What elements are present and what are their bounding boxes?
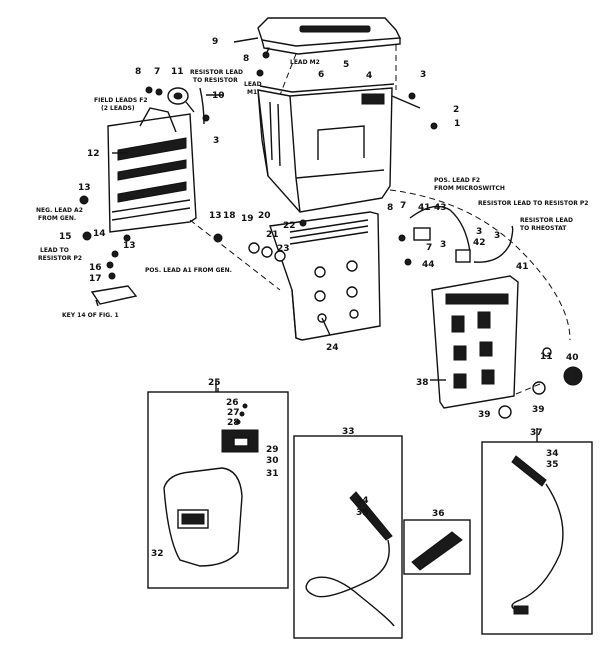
callout-1: 1 [454,119,460,129]
callout-7c: 7 [400,201,406,211]
callout-7d: 7 [426,243,432,253]
callout-38: 38 [416,378,429,388]
housing-box [257,83,395,213]
callout-18: 18 [223,211,236,221]
callout-3: 3 [420,70,426,80]
callout-3e: 3 [476,227,482,237]
callout-19: 19 [241,214,254,224]
callout-36: 36 [432,509,445,519]
callout-11b: 11 [540,352,553,362]
callout-7b: 7 [154,67,160,77]
note-resistor-lead-1: RESISTOR LEAD [190,69,243,76]
callout-16: 16 [89,263,102,273]
callout-9: 9 [212,37,218,47]
callout-11: 11 [171,67,184,77]
ground-cable-box [481,441,593,635]
callout-43: 43 [434,203,447,213]
note-pos-lead-a1: POS. LEAD A1 FROM GEN. [145,267,232,274]
callout-27: 27 [227,408,240,418]
callout-39b: 39 [532,405,545,415]
callout-44: 44 [422,260,435,270]
callout-34b: 34 [546,449,559,459]
callout-23: 23 [277,244,290,254]
callout-17: 17 [89,274,102,284]
note-resistor-lead-2: TO RESISTOR [193,77,238,84]
top-cover [257,17,402,96]
callout-3b: 3 [213,136,219,146]
callout-24: 24 [326,343,339,353]
callout-8c: 8 [387,203,393,213]
control-panel [431,275,583,419]
ground-clamp-box [403,519,471,575]
callout-25: 25 [208,378,221,388]
callout-2: 2 [453,105,459,115]
callout-3c: 3 [440,240,446,250]
callout-39: 39 [478,410,491,420]
callout-34: 34 [356,496,369,506]
note-lead-to-resistor-1: LEAD TO [40,247,69,254]
callout-42: 42 [473,238,486,248]
note-lead-m1-2: M1 [247,89,257,96]
note-neg-lead-1: NEG. LEAD A2 [36,207,83,214]
note-key-14: KEY 14 OF FIG. 1 [62,312,119,319]
callout-28: 28 [227,418,240,428]
callout-4: 4 [366,71,372,81]
callout-26: 26 [226,398,239,408]
callout-14: 14 [93,229,106,239]
note-rheostat-1: RESISTOR LEAD [520,217,573,224]
note-pos-lead-f2-1: POS. LEAD F2 [434,177,480,184]
note-pos-lead-f2-2: FROM MICROSWITCH [434,185,505,192]
callout-35: 35 [356,508,369,518]
note-neg-lead-2: FROM GEN. [38,215,76,222]
field-coil [167,87,195,113]
callout-22: 22 [283,221,296,231]
note-field-leads-1: FIELD LEADS F2 [94,97,148,104]
callout-35b: 35 [546,460,559,470]
callout-37: 37 [530,428,543,438]
callout-33: 33 [342,427,355,437]
callout-13b: 13 [123,241,136,251]
callout-13: 13 [78,183,91,193]
callout-12: 12 [87,149,100,159]
callout-3d: 3 [494,231,500,241]
callout-41: 41 [418,203,431,213]
callout-numbers: 1 2 3 3 3 3 3 4 5 6 7 7 7 7 8 8 8 9 10 1… [59,37,579,559]
note-rheostat-2: TO RHEOSTAT [520,225,567,232]
callout-5: 5 [343,60,349,70]
field-coil-bracket [107,107,281,291]
callout-31: 31 [266,469,279,479]
callout-15: 15 [59,232,72,242]
callout-8: 8 [243,54,249,64]
note-field-leads-2: (2 LEADS) [101,105,135,112]
note-lead-m2: LEAD M2 [290,59,320,66]
callout-8b: 8 [135,67,141,77]
callout-32: 32 [151,549,164,559]
leader-lines [112,37,538,442]
callout-7: 7 [264,47,270,57]
note-lead-to-resistor-2: RESISTOR P2 [38,255,82,262]
callout-30: 30 [266,456,279,466]
note-resistor-lead-p2: RESISTOR LEAD TO RESISTOR P2 [478,200,588,207]
callout-21: 21 [266,230,279,240]
callout-13c: 13 [209,211,222,221]
electrode-holder-cable-box [293,435,403,639]
callout-41b: 41 [516,262,529,272]
front-panel [269,211,381,341]
callout-10: 10 [212,91,225,101]
callout-29: 29 [266,445,279,455]
callout-20: 20 [258,211,271,221]
hardware-fasteners [79,51,438,280]
callout-40: 40 [566,353,579,363]
callout-6: 6 [318,70,324,80]
wire-leads [199,87,571,341]
note-lead-m1-1: LEAD [244,81,262,88]
welding-helmet-box [147,388,289,589]
switch-assembly [398,227,471,266]
key-bracket [90,285,138,307]
lead-notes: RESISTOR LEAD TO RESISTOR LEAD M2 LEAD M… [36,59,588,319]
